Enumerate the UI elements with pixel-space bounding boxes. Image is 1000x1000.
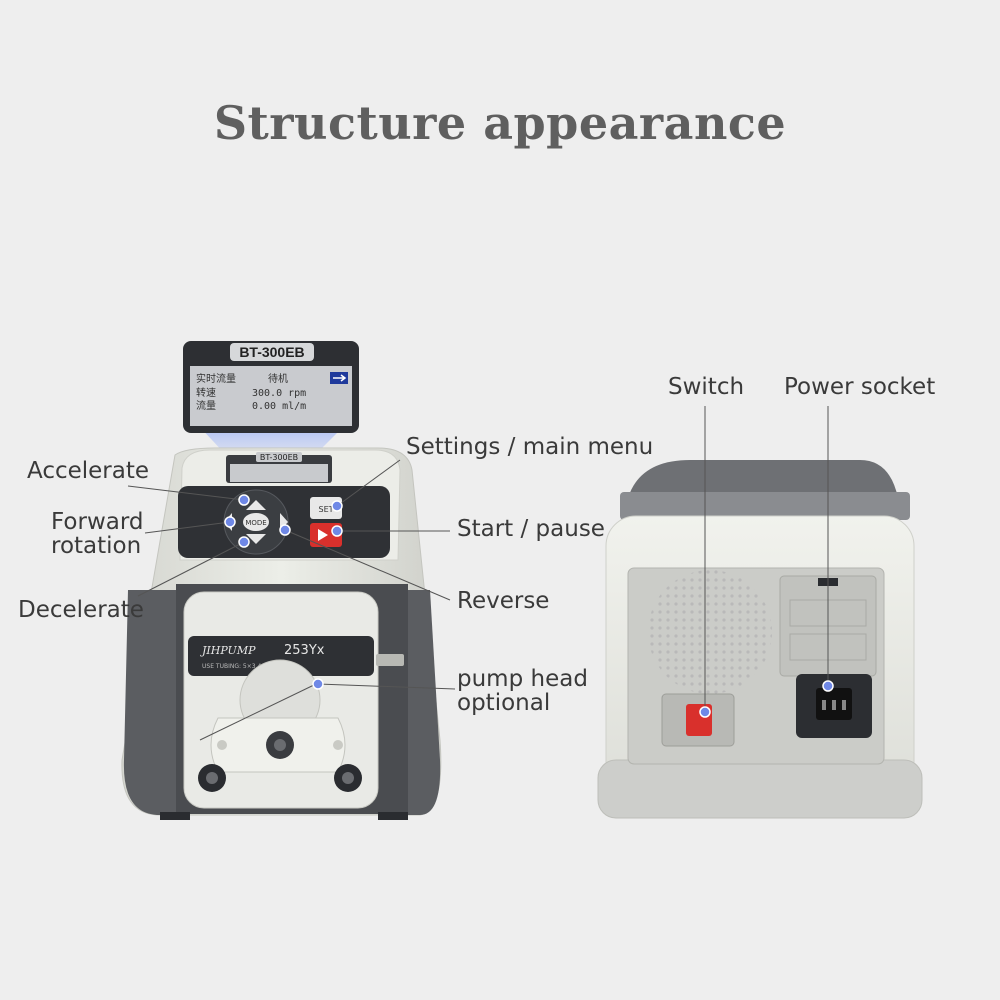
screen-row1a: 实时流量	[196, 372, 236, 385]
screen-row3a: 流量	[196, 399, 216, 412]
set-key-label: SET	[318, 505, 333, 514]
marker-reverse	[279, 524, 291, 536]
vent-grill	[648, 570, 772, 694]
label-accelerate: Accelerate	[27, 458, 150, 484]
marker-settings	[331, 500, 343, 512]
marker-start-pause	[331, 525, 343, 537]
pump-model: 253Yx	[284, 643, 325, 658]
label-start-pause: Start / pause	[457, 516, 605, 542]
label-pump-head-1: pump head	[457, 666, 588, 692]
screen-row2a: 转速	[196, 386, 216, 399]
callout-markers	[224, 494, 834, 718]
label-power-socket: Power socket	[784, 374, 936, 400]
back-pump	[597, 460, 923, 819]
screen-row3b: 0.00 ml/m	[252, 401, 306, 412]
front-pump: BT-300EB 实时流量 待机 转速 300.0 rpm 流量 0.00 ml…	[121, 341, 442, 820]
callout-lines	[127, 406, 829, 741]
zoomed-display: BT-300EB 实时流量 待机 转速 300.0 rpm 流量 0.00 ml…	[183, 341, 359, 433]
label-reverse: Reverse	[457, 588, 550, 614]
marker-switch	[699, 706, 711, 718]
pump-brand: JIHPUMP	[200, 644, 256, 657]
mode-key-label: MODE	[245, 519, 266, 527]
label-forward-1: Forward	[51, 509, 144, 535]
marker-accelerate	[238, 494, 250, 506]
model-badge: BT-300EB	[239, 344, 304, 360]
marker-pump-head	[312, 678, 324, 690]
marker-decelerate	[238, 536, 250, 548]
page-title: Structure appearance	[213, 96, 787, 150]
pump-tubing: USE TUBING: 5×3.4mm	[202, 663, 273, 670]
screen-row1b: 待机	[268, 372, 288, 385]
marker-power-socket	[822, 680, 834, 692]
label-settings: Settings / main menu	[406, 434, 654, 460]
model-small: BT-300EB	[260, 453, 298, 462]
pump-head: JIHPUMP 253Yx USE TUBING: 5×3.4mm	[183, 591, 404, 809]
label-forward-2: rotation	[51, 533, 142, 559]
marker-forward	[224, 516, 236, 528]
label-decelerate: Decelerate	[18, 597, 144, 623]
label-switch: Switch	[668, 374, 745, 400]
label-pump-head-2: optional	[457, 690, 551, 716]
screen-row2b: 300.0 rpm	[252, 388, 306, 399]
